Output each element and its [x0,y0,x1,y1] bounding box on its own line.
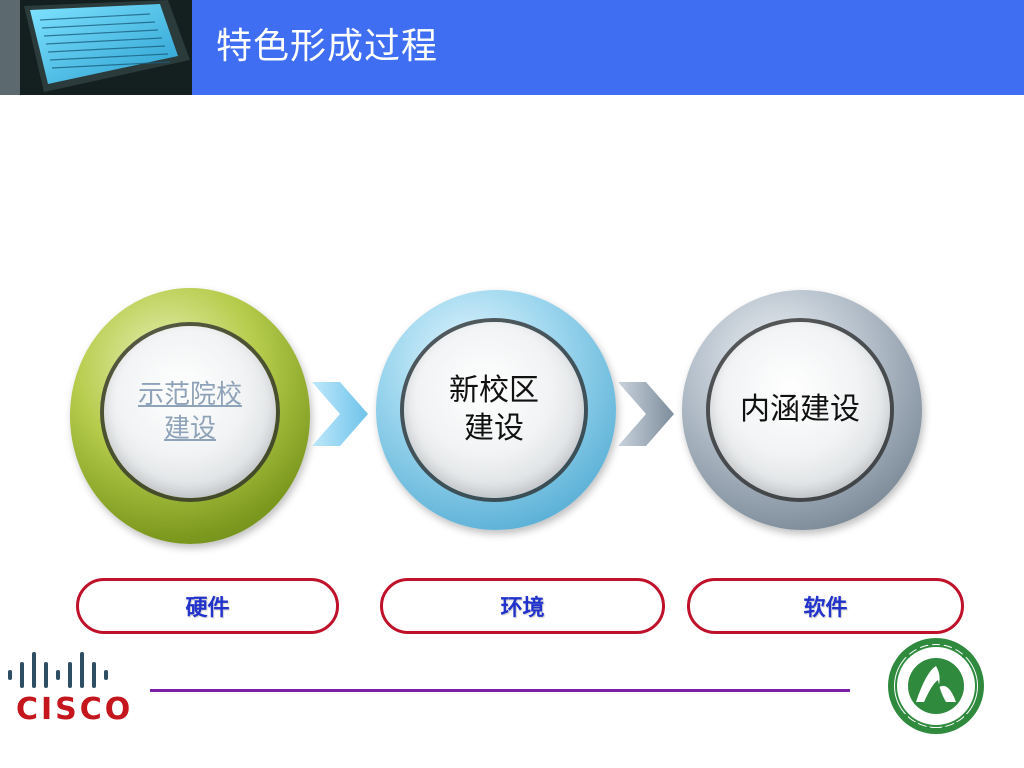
stage-2-label: 新校区 建设 [449,372,539,448]
stage-1-label-line2: 建设 [163,414,216,444]
stage-circle-1: 示范院校 建设 [70,288,310,544]
cisco-logo: CISCO [6,648,130,728]
page-title: 特色形成过程 [216,26,439,67]
stage-circle-1-center[interactable]: 示范院校 建设 [104,326,276,498]
stage-circle-2-center[interactable]: 新校区 建设 [404,322,584,498]
school-seal-icon [888,638,984,734]
stage-circle-3: 内涵建设 [682,290,922,530]
stage-1-label-line1: 示范院校 [137,380,242,410]
stage-3-label: 内涵建设 [740,392,860,427]
pill-hardware[interactable]: 硬件 [76,578,339,634]
chevron-right-icon [312,382,368,446]
header-photo [0,0,192,95]
stage-2-label-line1: 新校区 [449,373,539,408]
pill-software-label: 软件 [803,596,848,621]
monitor-photo-icon [0,0,192,95]
pill-environment[interactable]: 环境 [380,578,665,634]
stage-circle-3-center[interactable]: 内涵建设 [710,322,890,498]
cisco-bars-icon [8,652,108,688]
pill-hardware-label: 硬件 [185,596,230,621]
header-bar: 特色形成过程 [0,0,1024,95]
pill-environment-label: 环境 [500,596,545,621]
pill-software[interactable]: 软件 [687,578,964,634]
stage-circle-2: 新校区 建设 [376,290,616,530]
chevron-right-icon [618,382,674,446]
footer-divider [150,689,850,692]
stage-2-label-line2: 建设 [464,411,524,446]
stage-1-label[interactable]: 示范院校 建设 [138,378,242,446]
cisco-wordmark: CISCO [16,692,134,727]
